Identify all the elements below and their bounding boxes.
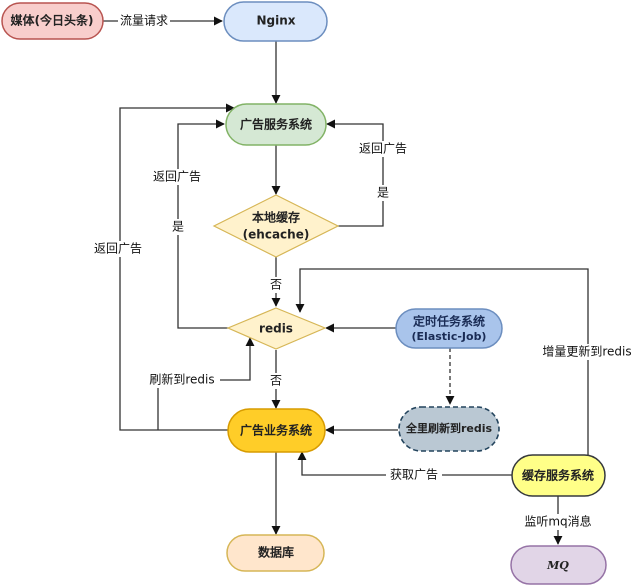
label-refresh-redis: 刷新到redis [149,372,214,387]
label-fetch-ad: 获取广告 [390,468,438,482]
ad-service-shape [225,103,327,146]
node-scheduler[interactable]: 定时任务系统 (Elastic-Job) [395,308,503,349]
label-no-local: 否 [270,278,282,292]
ad-business-label: 广告业务系统 [240,423,312,438]
cache-service-shape [511,454,606,497]
media-shape [1,2,104,40]
local-cache-shape [212,194,340,258]
node-redis[interactable]: redis [226,307,327,350]
label-incremental-update: 增量更新到redis [542,344,631,359]
ad-service-label: 广告服务系统 [240,117,312,132]
media-label: 媒体(今日头条) [11,13,94,28]
mq-shape [510,545,607,585]
full-refresh-label: 全里刷新到redis [405,421,493,435]
redis-label: redis [259,322,293,336]
local-cache-label-line1: 本地缓存 [252,210,300,225]
node-full-refresh[interactable]: 全里刷新到redis [398,406,500,452]
node-media[interactable]: 媒体(今日头条) [1,2,104,40]
full-refresh-shape [398,406,500,452]
nginx-label: Nginx [256,14,295,28]
label-traffic-request: 流量请求 [120,14,168,28]
node-ad-service[interactable]: 广告服务系统 [225,103,327,146]
scheduler-label-line1: 定时任务系统 [413,314,485,329]
label-return-ad-left-inner: 返回广告 [153,170,201,184]
node-local-cache[interactable]: 本地缓存 (ehcache) [212,194,340,258]
label-yes-left: 是 [172,220,184,234]
local-cache-label-line2: (ehcache) [243,228,310,242]
edge-localcache-yes-adservice [326,119,384,227]
node-mq[interactable]: MQ [510,545,607,585]
node-nginx[interactable]: Nginx [223,1,328,42]
scheduler-shape [395,308,503,349]
edge-adbusiness-return-adservice [119,103,235,431]
label-return-ad-left-outer: 返回广告 [94,242,142,256]
nginx-shape [223,1,328,42]
node-database[interactable]: 数据库 [226,534,325,572]
label-no-redis: 否 [270,374,282,388]
database-label: 数据库 [258,545,294,560]
mq-label: MQ [546,559,569,572]
cache-service-label: 缓存服务系统 [522,468,594,483]
edge-cacheservice-redis [295,268,589,455]
node-cache-service[interactable]: 缓存服务系统 [511,454,606,497]
label-listen-mq: 监听mq消息 [524,514,591,529]
database-shape [226,534,325,572]
label-yes-right: 是 [377,186,389,200]
label-return-ad-right: 返回广告 [359,142,407,156]
redis-shape [226,307,327,350]
node-ad-business[interactable]: 广告业务系统 [227,408,326,453]
scheduler-label-line2: (Elastic-Job) [412,330,487,343]
ad-business-shape [227,408,326,453]
